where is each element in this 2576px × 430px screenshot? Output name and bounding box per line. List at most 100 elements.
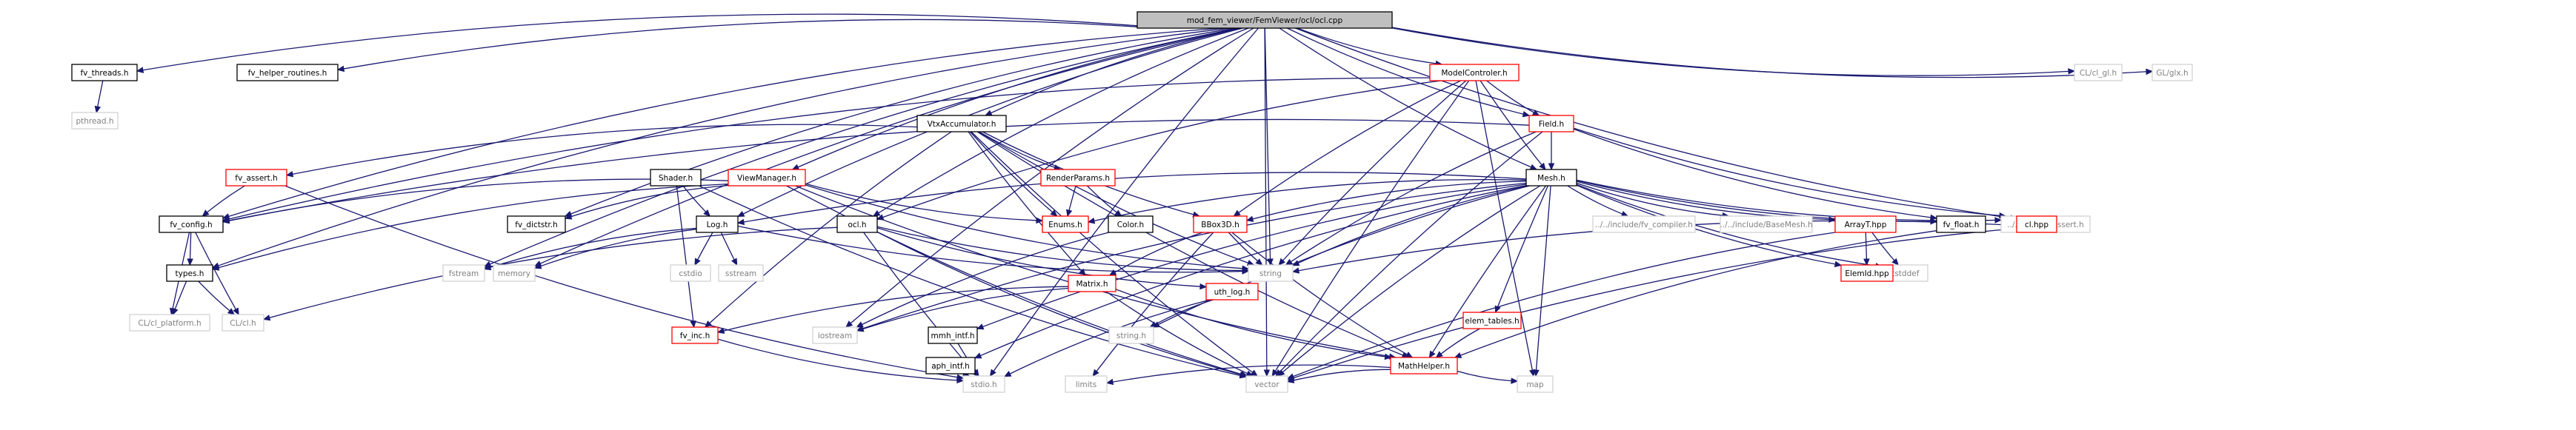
node-fv-inc[interactable]: fv_inc.h <box>671 326 719 344</box>
node-label: mod_fem_viewer/FemViewer/ocl/ocl.cpp <box>1187 16 1343 25</box>
edge-fv_float-to-mathhelper <box>1454 230 1937 358</box>
node-viewmanager[interactable]: ViewManager.h <box>728 169 806 187</box>
node-label: fstream <box>449 269 479 278</box>
node-label: RenderParams.h <box>1046 174 1110 183</box>
node-vtx[interactable]: VtxAccumulator.h <box>916 115 1007 132</box>
node-box <box>71 112 119 130</box>
node-types[interactable]: types.h <box>166 264 213 282</box>
node-matrix[interactable]: Matrix.h <box>1068 275 1116 292</box>
edge-ocl_h-to-vector <box>876 231 1247 377</box>
node-label: CL/cl.h <box>230 319 256 328</box>
node-fv-config[interactable]: fv_config.h <box>159 215 224 233</box>
node-mathhelper[interactable]: MathHelper.h <box>1390 357 1458 374</box>
arrowhead-mathhelper-to-limits <box>1105 378 1114 386</box>
node-label: mmh_intf.h <box>931 332 975 340</box>
node-field[interactable]: Field.h <box>1528 115 1574 132</box>
edge-bbox-to-limits <box>1092 232 1214 377</box>
arrowhead-log-to-cstdio <box>694 258 701 266</box>
node-box <box>1592 215 1696 233</box>
node-label: elem_tables.h <box>1465 317 1519 326</box>
node-box <box>166 264 213 282</box>
edge-modelctrl-to-mesh <box>1480 80 1546 170</box>
node-label: fv_inc.h <box>680 332 710 340</box>
node-uth-log[interactable]: uth_log.h <box>1205 283 1259 300</box>
edge-modelctrl-to-fv_config <box>222 77 1431 221</box>
node-enums[interactable]: Enums.h <box>1042 215 1089 233</box>
node-box <box>129 314 210 332</box>
edge-ocl_h-to-cl_h <box>263 226 838 320</box>
node-box <box>1429 64 1520 81</box>
arrowhead-arrayt-to-elemid <box>1863 258 1870 266</box>
arrowhead-matrix-to-fv_inc <box>716 327 725 335</box>
edge-shader-to-fv_inc <box>676 185 695 328</box>
node-fv-assert[interactable]: fv_assert.h <box>225 169 287 187</box>
node-box <box>718 264 764 282</box>
node-mesh[interactable]: Mesh.h <box>1525 169 1577 187</box>
node-box <box>442 264 485 282</box>
node-vector: vector <box>1245 375 1288 393</box>
edge-ocl_h-to-string <box>876 226 1249 272</box>
node-iostream: iostream <box>812 326 858 344</box>
edge-mathhelper-to-vector <box>1287 369 1391 383</box>
edge-root-to-cl_hpp <box>1295 27 2017 220</box>
arrowhead-field-to-string <box>1285 258 1294 266</box>
arrowhead-root-to-vector <box>1263 369 1271 377</box>
node-elem-tables[interactable]: elem_tables.h <box>1462 312 1522 329</box>
node-modelctrl[interactable]: ModelControler.h <box>1429 64 1520 81</box>
arrowhead-log-to-memory <box>533 263 542 269</box>
arrowhead-log-to-sstream <box>730 258 738 266</box>
node-shader[interactable]: Shader.h <box>650 169 702 187</box>
node-label: ViewManager.h <box>737 174 796 183</box>
node-box <box>670 264 711 282</box>
node-box <box>1720 215 1813 233</box>
node-cl-hpp[interactable]: cl.hpp <box>2016 215 2057 233</box>
node-fv-helper[interactable]: fv_helper_routines.h <box>236 64 339 81</box>
node-color[interactable]: Color.h <box>1108 215 1154 233</box>
arrowhead-mesh-to-mmh_intf <box>976 323 985 330</box>
edge-log-to-fstream <box>484 227 697 270</box>
arrowhead-fv_config-to-cl_h <box>233 307 239 316</box>
node-fv-float[interactable]: fv_float.h <box>1936 215 1986 233</box>
node-cl-gl: CL/cl_gl.h <box>2074 64 2123 81</box>
edge-viewmanager-to-enums <box>805 183 1043 221</box>
node-mmh-intf[interactable]: mmh_intf.h <box>928 326 978 344</box>
edge-vtx-to-renderparams <box>979 131 1061 170</box>
node-box <box>2016 215 2057 233</box>
edge-mesh-to-cstddef <box>1576 184 1883 268</box>
node-elemid[interactable]: ElemId.hpp <box>1840 264 1894 282</box>
edge-fv_assert-to-stdio <box>284 185 964 379</box>
node-fv-dictstr[interactable]: fv_dictstr.h <box>507 215 566 233</box>
node-label: CL/cl_platform.h <box>138 319 201 328</box>
edge-root-to-field <box>1287 27 1530 116</box>
node-label: string <box>1259 269 1282 278</box>
node-arrayt[interactable]: ArrayT.hpp <box>1834 215 1897 233</box>
node-box <box>1108 215 1154 233</box>
node-label: pthread.h <box>76 117 113 126</box>
node-aph-intf[interactable]: aph_intf.h <box>925 357 976 374</box>
edge-uth_log-to-stdio <box>1004 299 1211 377</box>
node-root[interactable]: mod_fem_viewer/FemViewer/ocl/ocl.cpp <box>1136 11 1393 29</box>
arrowhead-field-to-mesh <box>1548 163 1555 171</box>
node-fv-threads[interactable]: fv_threads.h <box>71 64 138 81</box>
node-ocl-h[interactable]: ocl.h <box>836 215 878 233</box>
arrowhead-mesh-to-arrayt <box>1828 216 1837 223</box>
node-string-h: string.h <box>1108 326 1154 344</box>
edge-log-to-string <box>737 225 1249 273</box>
edge-mesh-to-utils_fv_assert <box>1576 179 2002 221</box>
node-renderparams[interactable]: RenderParams.h <box>1040 169 1116 187</box>
arrowhead-root-to-cl_gl <box>2068 68 2076 75</box>
node-cl-h: CL/cl.h <box>222 314 264 332</box>
edge-mesh-to-iostream <box>856 182 1527 332</box>
edge-mesh-to-include_basemesh <box>1576 182 1729 217</box>
arrowhead-bbox-to-string <box>1255 258 1263 266</box>
node-map: map <box>1517 375 1554 393</box>
edge-matrix-to-mathhelper <box>1115 289 1391 358</box>
edge-types-to-cl_h <box>198 280 235 315</box>
node-bbox[interactable]: BBox3D.h <box>1193 215 1248 233</box>
edge-mesh-to-log <box>737 172 1527 224</box>
node-label: fv_threads.h <box>80 69 128 78</box>
node-box <box>1936 215 1986 233</box>
edge-bbox-to-mathhelper <box>1231 232 1413 358</box>
node-box <box>1462 312 1522 329</box>
node-log[interactable]: Log.h <box>696 215 739 233</box>
